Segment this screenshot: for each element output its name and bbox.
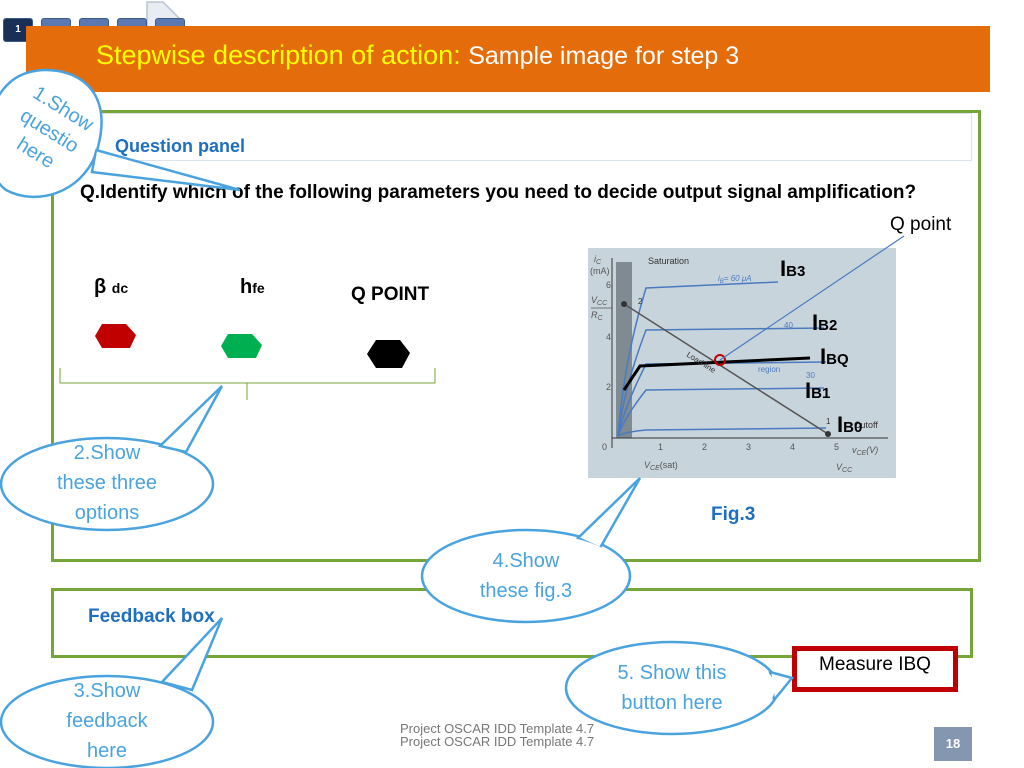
graph-y-tick-4: 4 [606, 332, 611, 342]
q-point-label: Q point [890, 214, 952, 235]
ib3-label: IB3 [780, 256, 806, 281]
graph-curve-30: 30 [806, 371, 815, 380]
graph-curve-1: 1 [826, 417, 831, 426]
ib1-label: IB1 [805, 378, 831, 403]
graph-curve-2: 2 [638, 297, 643, 306]
ibq-label: IBQ [820, 344, 849, 369]
graph-saturation-label: Saturation [648, 256, 689, 266]
callout-2-tail [157, 385, 224, 454]
title-subtitle: Sample image for step 3 [468, 42, 740, 70]
ib2-label: IB2 [812, 310, 838, 335]
graph-x-tick-1: 1 [658, 442, 663, 452]
page-title: Stepwise description of action: Sample i… [96, 32, 976, 78]
option-beta-button[interactable] [92, 322, 140, 352]
graph-region-label: region [758, 365, 780, 374]
callout-1-tail [90, 148, 241, 192]
graph-y-tick-6: 6 [606, 280, 611, 290]
graph-rc-label: RC [591, 310, 604, 322]
options-bracket [59, 368, 436, 400]
graph-ma-label: (mA) [590, 266, 610, 276]
graph-x-tick-5: 5 [834, 442, 839, 452]
footer-text: Project OSCAR IDD Template 4.7 Project O… [400, 721, 595, 749]
option-qpoint-button[interactable] [364, 338, 414, 372]
option-qpoint-label: Q POINT [351, 284, 430, 305]
graph-x-tick-2: 2 [702, 442, 707, 452]
graph-vcc-label: VCC [591, 295, 608, 307]
callout-4-tail [575, 477, 642, 550]
figure-caption: Fig.3 [711, 504, 756, 525]
header-bar [26, 26, 990, 92]
option-beta-label: β dc [94, 276, 129, 298]
option-hfe-button[interactable] [218, 332, 266, 362]
graph-x-tick-3: 3 [746, 442, 751, 452]
graph-vce-label: vCE(V) [852, 445, 878, 457]
callout-3-tail [159, 617, 224, 692]
title-main: Stepwise description of action: [96, 40, 461, 70]
graph-cutoff-label: Cutoff [854, 420, 878, 430]
graph-x-tick-4: 4 [790, 442, 795, 452]
graph-vcc-axis-label: VCC [836, 462, 853, 474]
transistor-characteristics-graph: Saturation iC (mA) VCC RC iB= 60 μA 40 3… [588, 248, 896, 478]
option-hfe-label: hfe [240, 276, 265, 298]
page-number: 18 [934, 727, 972, 761]
graph-curve-40: 40 [784, 321, 793, 330]
graph-ic-label: iC [594, 254, 602, 266]
graph-x-tick-0: 0 [602, 442, 607, 452]
question-text: Q.Identify which of the following parame… [80, 182, 917, 203]
graph-ib-legend: iB= 60 μA [718, 274, 752, 285]
question-panel-label: Question panel [115, 136, 246, 156]
measure-ibq-button[interactable]: Measure IBQ [792, 646, 958, 692]
graph-vce-sat-label: VCE(sat) [644, 460, 678, 472]
graph-y-tick-2: 2 [606, 382, 611, 392]
feedback-panel-label: Feedback box [88, 606, 215, 627]
ib0-label: IB0 [837, 412, 863, 437]
